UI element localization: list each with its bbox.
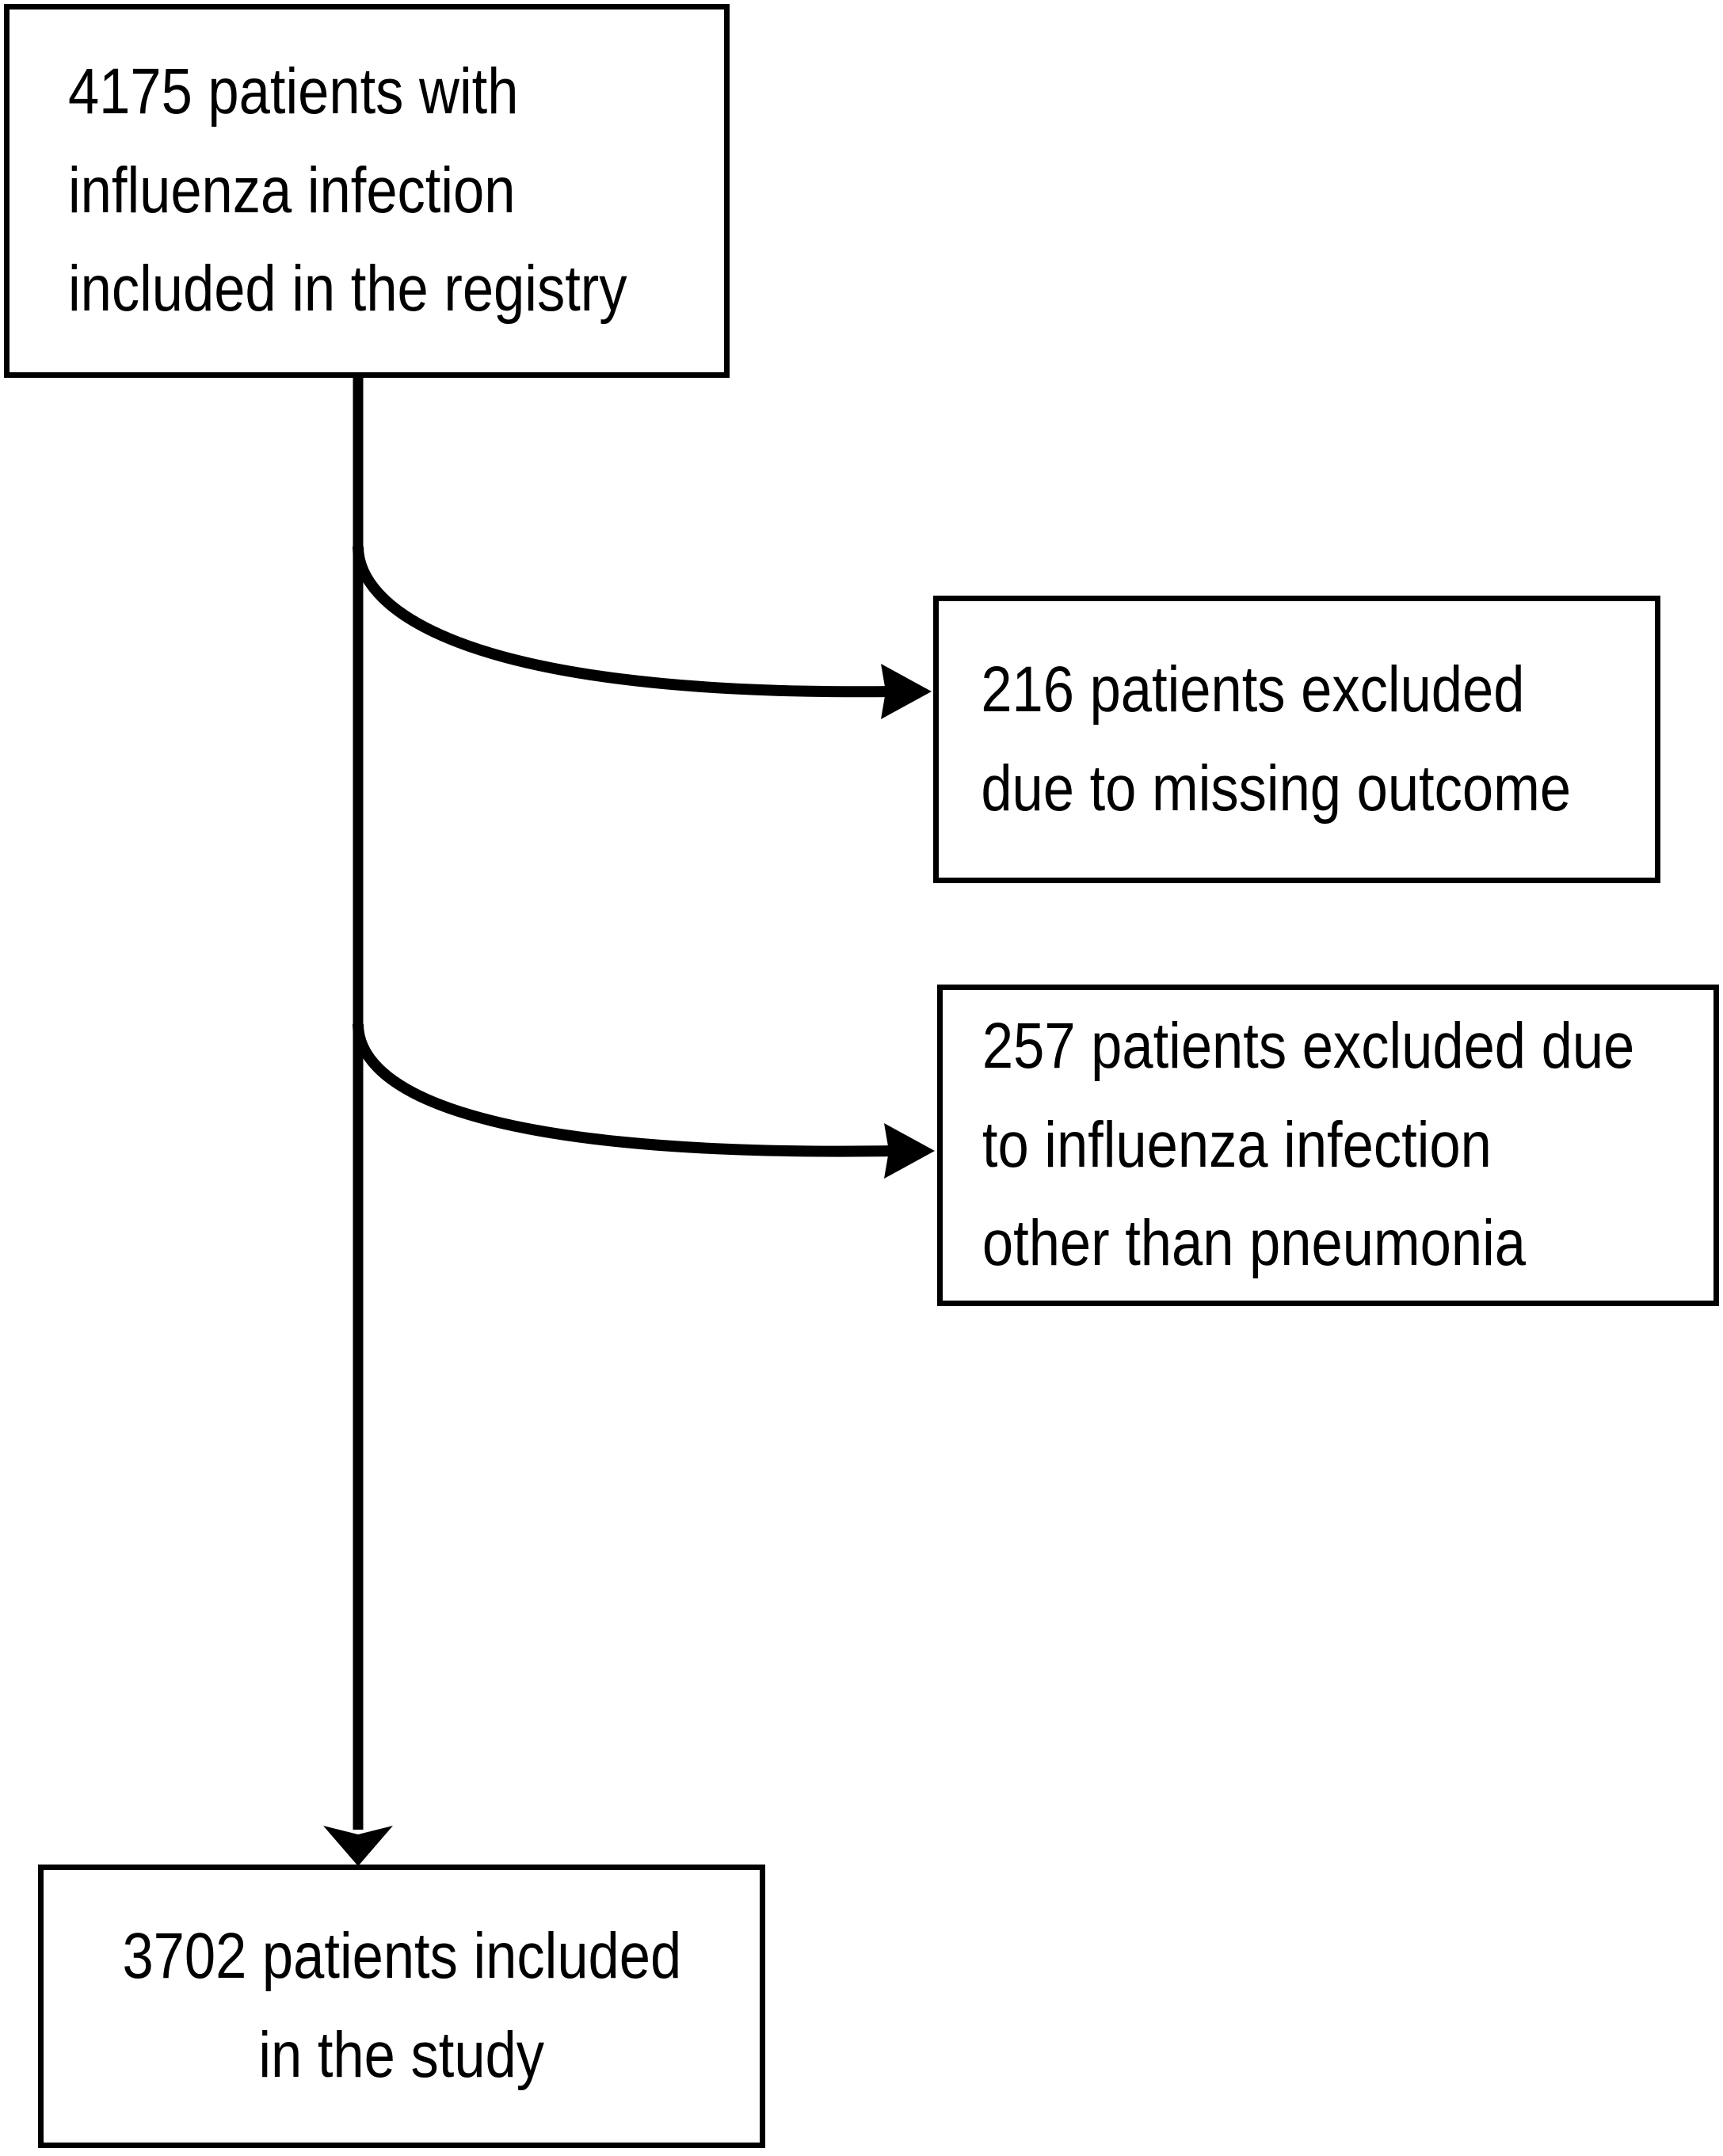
node-exclusion-1-line-2: due to missing outcome (981, 752, 1572, 825)
connector-curve-exclusion-2 (353, 1023, 898, 1157)
node-source-line-1: 4175 patients with (67, 55, 519, 128)
node-exclusion-2-line-2: to influenza infection (982, 1108, 1492, 1181)
node-source-line-2: influenza infection (67, 154, 516, 227)
node-exclusion-2-line-1: 257 patients excluded due (982, 1010, 1635, 1083)
node-included-line-1: 3702 patients included (122, 1920, 681, 1993)
node-exclusion-2-line-3: other than pneumonia (982, 1207, 1527, 1280)
node-exclusion-2-box: 257 patients excluded due to influenza i… (937, 985, 1719, 1306)
arrowhead-exclusion-1 (881, 664, 932, 719)
node-exclusion-1-box: 216 patients excluded due to missing out… (933, 596, 1660, 883)
node-source-box: 4175 patients with influenza infection i… (4, 4, 730, 378)
arrowhead-exclusion-2 (884, 1123, 935, 1179)
connector-curve-exclusion-1 (353, 546, 896, 698)
node-source-line-3: included in the registry (67, 253, 627, 326)
node-exclusion-1-line-1: 216 patients excluded (981, 653, 1525, 726)
arrowhead-included (323, 1826, 393, 1866)
node-included-box: 3702 patients included in the study (38, 1865, 765, 2148)
node-included-line-2: in the study (258, 2019, 545, 2091)
